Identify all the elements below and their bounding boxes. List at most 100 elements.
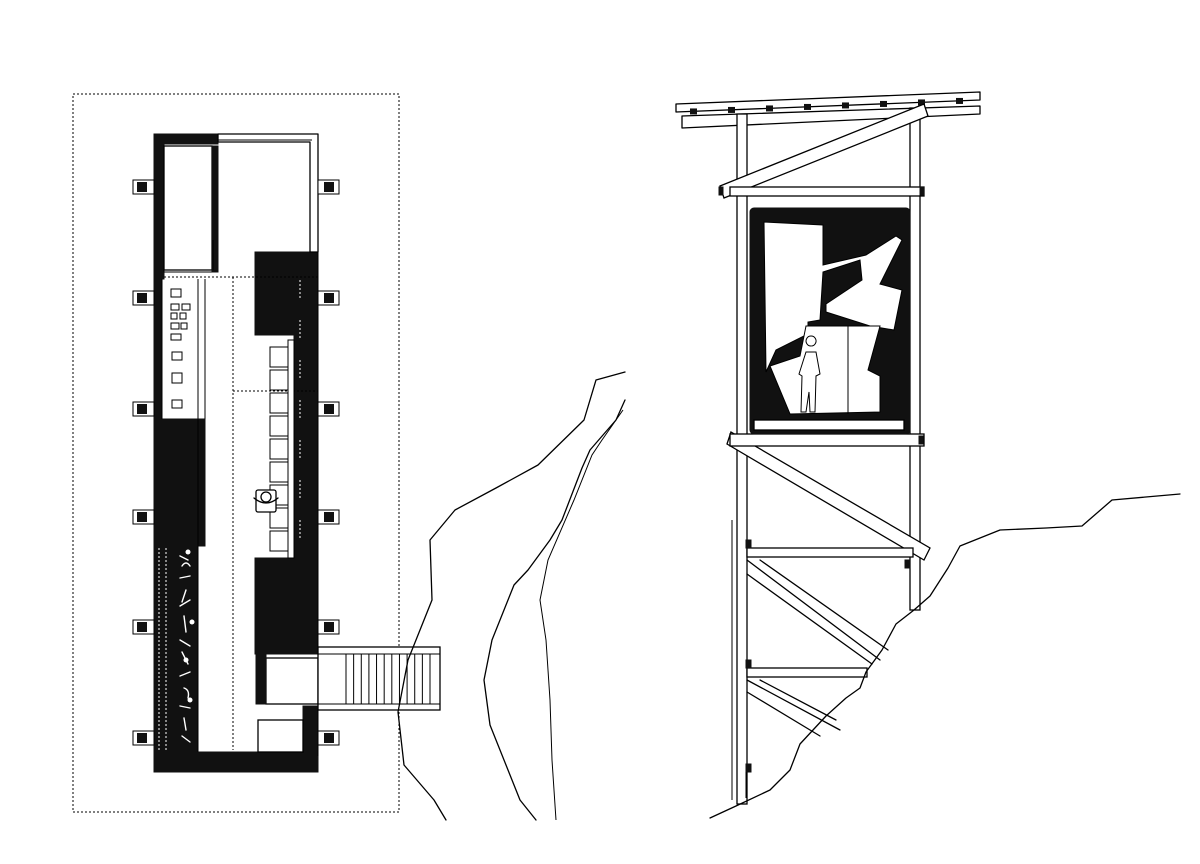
shelf-item-2: [181, 303, 191, 311]
terrain-contour-outer: [397, 371, 626, 821]
section-cabin-lower-space: [769, 325, 881, 415]
plan-glass-corner: [217, 133, 319, 253]
bench-edge: [287, 339, 295, 559]
plan-entry-jamb: [255, 653, 267, 705]
shelf-item-4: [179, 312, 187, 320]
section-cabin-floor: [753, 419, 905, 431]
shelf-item-7: [170, 333, 182, 341]
section-roof-deck: [675, 91, 981, 113]
plan-bench-right: [269, 280, 301, 559]
tool-10: [179, 705, 191, 709]
section-roof-beam: [681, 105, 981, 129]
site-boundary: [72, 93, 400, 813]
tool-5: [183, 615, 187, 633]
cross-section: [675, 91, 1181, 819]
tool-3: [181, 589, 187, 603]
bench-box-4: [269, 438, 289, 460]
window-post-left-core-4: [137, 622, 147, 632]
roof-purlin-2: [766, 105, 773, 112]
tool-2: [179, 575, 191, 579]
roof-purlin-3: [804, 103, 811, 110]
shelf-item-0: [170, 288, 182, 298]
shelf-item-8: [171, 351, 183, 361]
window-post-left-core-1: [137, 293, 147, 303]
terrain-contour-inner: [483, 399, 626, 821]
bench-box-3: [269, 415, 289, 437]
section-post-right: [909, 107, 921, 611]
plan-wall-right-bottom: [302, 705, 319, 757]
plan-upper-room-jamb: [211, 145, 219, 273]
tool-knob-3: [187, 697, 193, 703]
window-post-right-core-3: [324, 512, 334, 522]
tool-1: [181, 562, 191, 567]
plan-bench-left-strip: [153, 545, 199, 753]
floor-plan: [72, 93, 441, 813]
terrain-contour-thin: [539, 409, 624, 821]
section-bolts: [718, 186, 925, 773]
roof-purlin-4: [842, 102, 849, 109]
shelf-item-6: [180, 322, 188, 330]
plan-wall-left-mid: [153, 278, 163, 420]
plan-exterior-stair: [317, 646, 441, 711]
section-stair-flight-2: [746, 679, 841, 737]
roof-purlin-6: [918, 99, 925, 106]
window-post-right-core-1: [324, 293, 334, 303]
roof-purlin-1: [728, 106, 735, 113]
roof-purlin-7: [956, 97, 963, 104]
bench-box-5: [269, 461, 289, 483]
window-post-left-core-5: [137, 733, 147, 743]
window-post-right-core-5: [324, 733, 334, 743]
section-stair-flight-1: [746, 559, 889, 665]
section-post-left: [736, 113, 748, 805]
tool-11: [183, 717, 187, 731]
plan-core-lower: [254, 557, 319, 655]
tool-12: [181, 735, 191, 743]
bench-box-8: [269, 530, 289, 552]
shelf-item-3: [170, 312, 178, 320]
plan-tool-wall: [179, 549, 195, 743]
section-terrain-line: [709, 493, 1181, 819]
plan-wall-left-block: [153, 418, 206, 547]
section-brace-top: [719, 103, 929, 199]
plan-wall-left-upper: [153, 133, 165, 280]
tool-0: [179, 555, 189, 561]
roof-purlin-0: [690, 108, 697, 115]
plan-shelf-items: [170, 288, 191, 409]
tool-knob-0: [185, 549, 191, 555]
shelf-item-9: [171, 372, 183, 384]
roof-purlin-5: [880, 100, 887, 107]
shelf-item-10: [171, 399, 183, 409]
tool-knob-2: [183, 657, 189, 663]
tool-knob-1: [189, 619, 195, 625]
plan-terrain: [397, 371, 626, 821]
window-post-left-core-0: [137, 182, 147, 192]
section-beam-floor: [729, 433, 925, 447]
tool-4: [179, 599, 191, 607]
plan-wc: [257, 719, 304, 753]
bench-box-0: [269, 346, 289, 368]
tool-8: [179, 671, 191, 677]
window-post-right-core-2: [324, 404, 334, 414]
plan-upper-room: [163, 145, 213, 271]
plan-wall-bottom: [153, 751, 319, 773]
bench-box-2: [269, 392, 289, 414]
shelf-item-1: [170, 303, 180, 311]
bench-box-1: [269, 369, 289, 391]
window-post-left-core-2: [137, 404, 147, 414]
section-beam-lower: [746, 547, 914, 558]
section-brace-middle: [726, 431, 931, 561]
tool-9: [183, 687, 190, 699]
section-beam-upper: [729, 186, 925, 197]
plan-entry-vestibule: [265, 657, 319, 705]
window-post-right-core-4: [324, 622, 334, 632]
tool-6: [179, 639, 191, 647]
section-person-figure: [798, 335, 821, 413]
window-post-left-core-3: [137, 512, 147, 522]
plan-core-upper: [254, 251, 319, 336]
section-roof-purlins: [690, 97, 963, 115]
plan-window-posts: [132, 179, 340, 746]
shelf-item-5: [170, 322, 180, 330]
plan-wall-right-strip: [293, 334, 319, 559]
